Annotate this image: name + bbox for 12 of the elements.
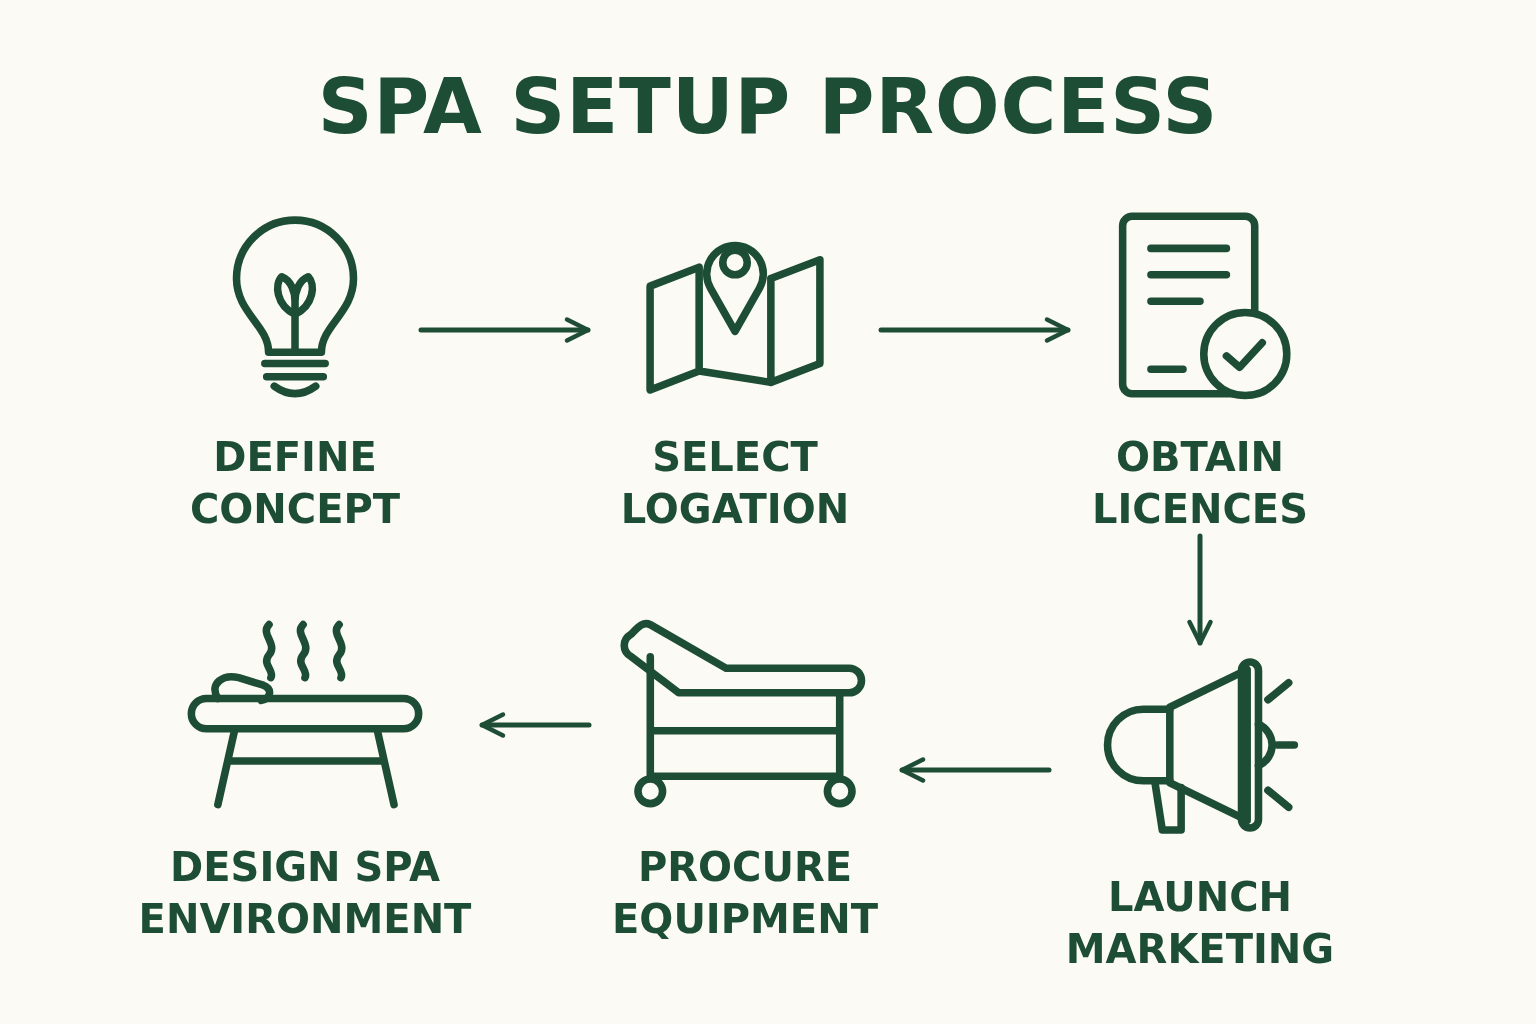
step-label: DESIGN SPA ENVIRONMENT — [137, 843, 473, 944]
step-label: PROCURE EQUIPMENT — [611, 843, 879, 944]
arrow — [899, 757, 1052, 783]
arrow — [479, 712, 592, 738]
step-label: LAUNCH MARKETING — [1064, 873, 1336, 974]
arrow — [1187, 533, 1213, 646]
diagram-title: SPA SETUP PROCESS — [317, 62, 1219, 151]
step-label: DEFINE CONCEPT — [188, 433, 402, 534]
arrow — [878, 317, 1071, 343]
arrow — [418, 317, 591, 343]
step-label: SELECT LOGATION — [619, 433, 851, 534]
step-label: OBTAIN LICENCES — [1091, 433, 1309, 534]
